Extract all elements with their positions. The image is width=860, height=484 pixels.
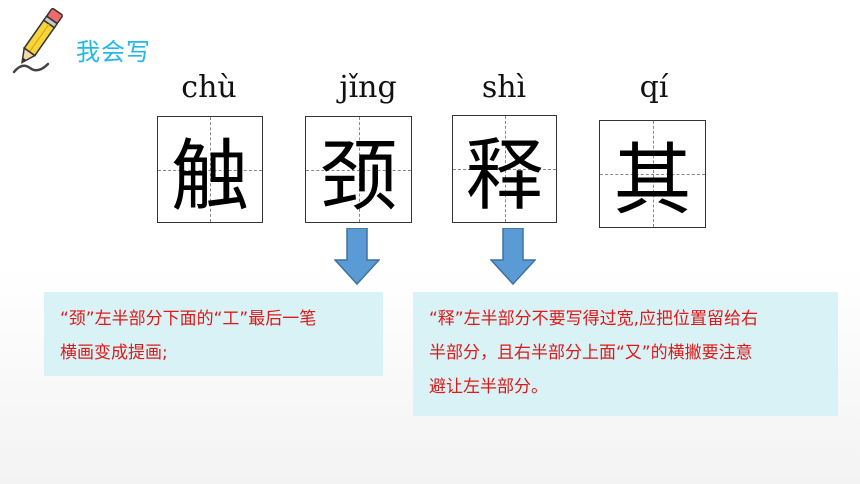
section-title: 我会写	[76, 38, 151, 66]
pinyin-chu: chù	[181, 70, 237, 105]
note-jing-line: “颈”左半部分下面的“工”最后一笔	[60, 309, 317, 329]
note-shi-line: “释”左半部分不要写得过宽,应把位置留给右	[429, 309, 759, 329]
note-shi-line: 避让左半部分。	[429, 377, 548, 397]
pinyin-qi: qí	[639, 70, 669, 105]
char-box-qi: 其	[599, 120, 706, 228]
arrow-down-icon	[334, 228, 380, 286]
note-jing: “颈”左半部分下面的“工”最后一笔 横画变成提画;	[44, 292, 383, 376]
arrow-down-icon	[490, 228, 536, 286]
char-box-chu: 触	[157, 116, 263, 223]
pencil-icon	[12, 8, 63, 74]
char-shi: 释	[465, 131, 544, 221]
char-chu: 触	[170, 131, 249, 222]
pinyin-shi: shì	[481, 70, 527, 105]
char-box-shi: 释	[452, 115, 557, 223]
char-box-jing: 颈	[305, 116, 412, 223]
note-shi-line: 半部分，且右半部分上面“又”的横撇要注意	[429, 343, 753, 363]
pinyin-jing: jǐng	[339, 70, 397, 105]
char-jing: 颈	[319, 131, 398, 222]
note-jing-line: 横画变成提画;	[60, 343, 168, 363]
note-shi: “释”左半部分不要写得过宽,应把位置留给右 半部分，且右半部分上面“又”的横撇要…	[413, 292, 838, 416]
char-qi: 其	[613, 136, 692, 226]
